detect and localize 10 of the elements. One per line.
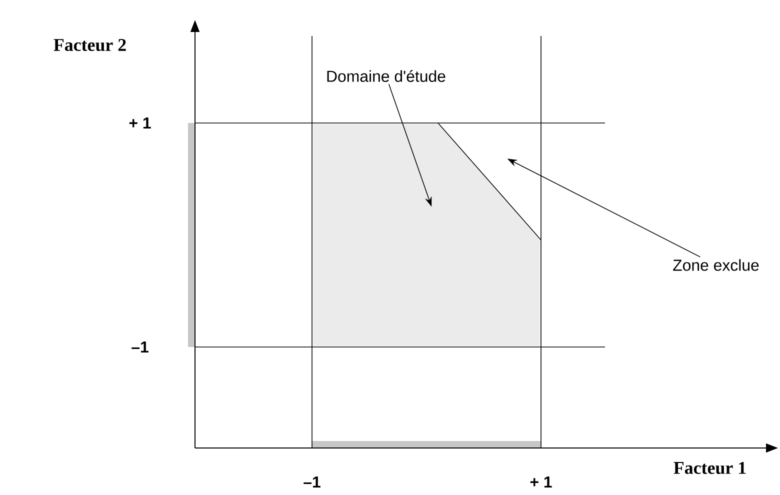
tick-label: + 1 bbox=[530, 476, 552, 488]
tick-label: –1 bbox=[304, 476, 320, 488]
tick-label: –1 bbox=[132, 342, 148, 352]
axis-title: Facteur 1 bbox=[674, 462, 746, 474]
tick-label: + 1 bbox=[129, 118, 151, 128]
axis-title: Facteur 2 bbox=[54, 38, 126, 52]
study-region bbox=[313, 124, 540, 346]
zone-label: Domaine d'étude bbox=[327, 70, 446, 82]
zone-label: Zone exclue bbox=[673, 259, 759, 271]
excluded-zone bbox=[438, 122, 542, 240]
